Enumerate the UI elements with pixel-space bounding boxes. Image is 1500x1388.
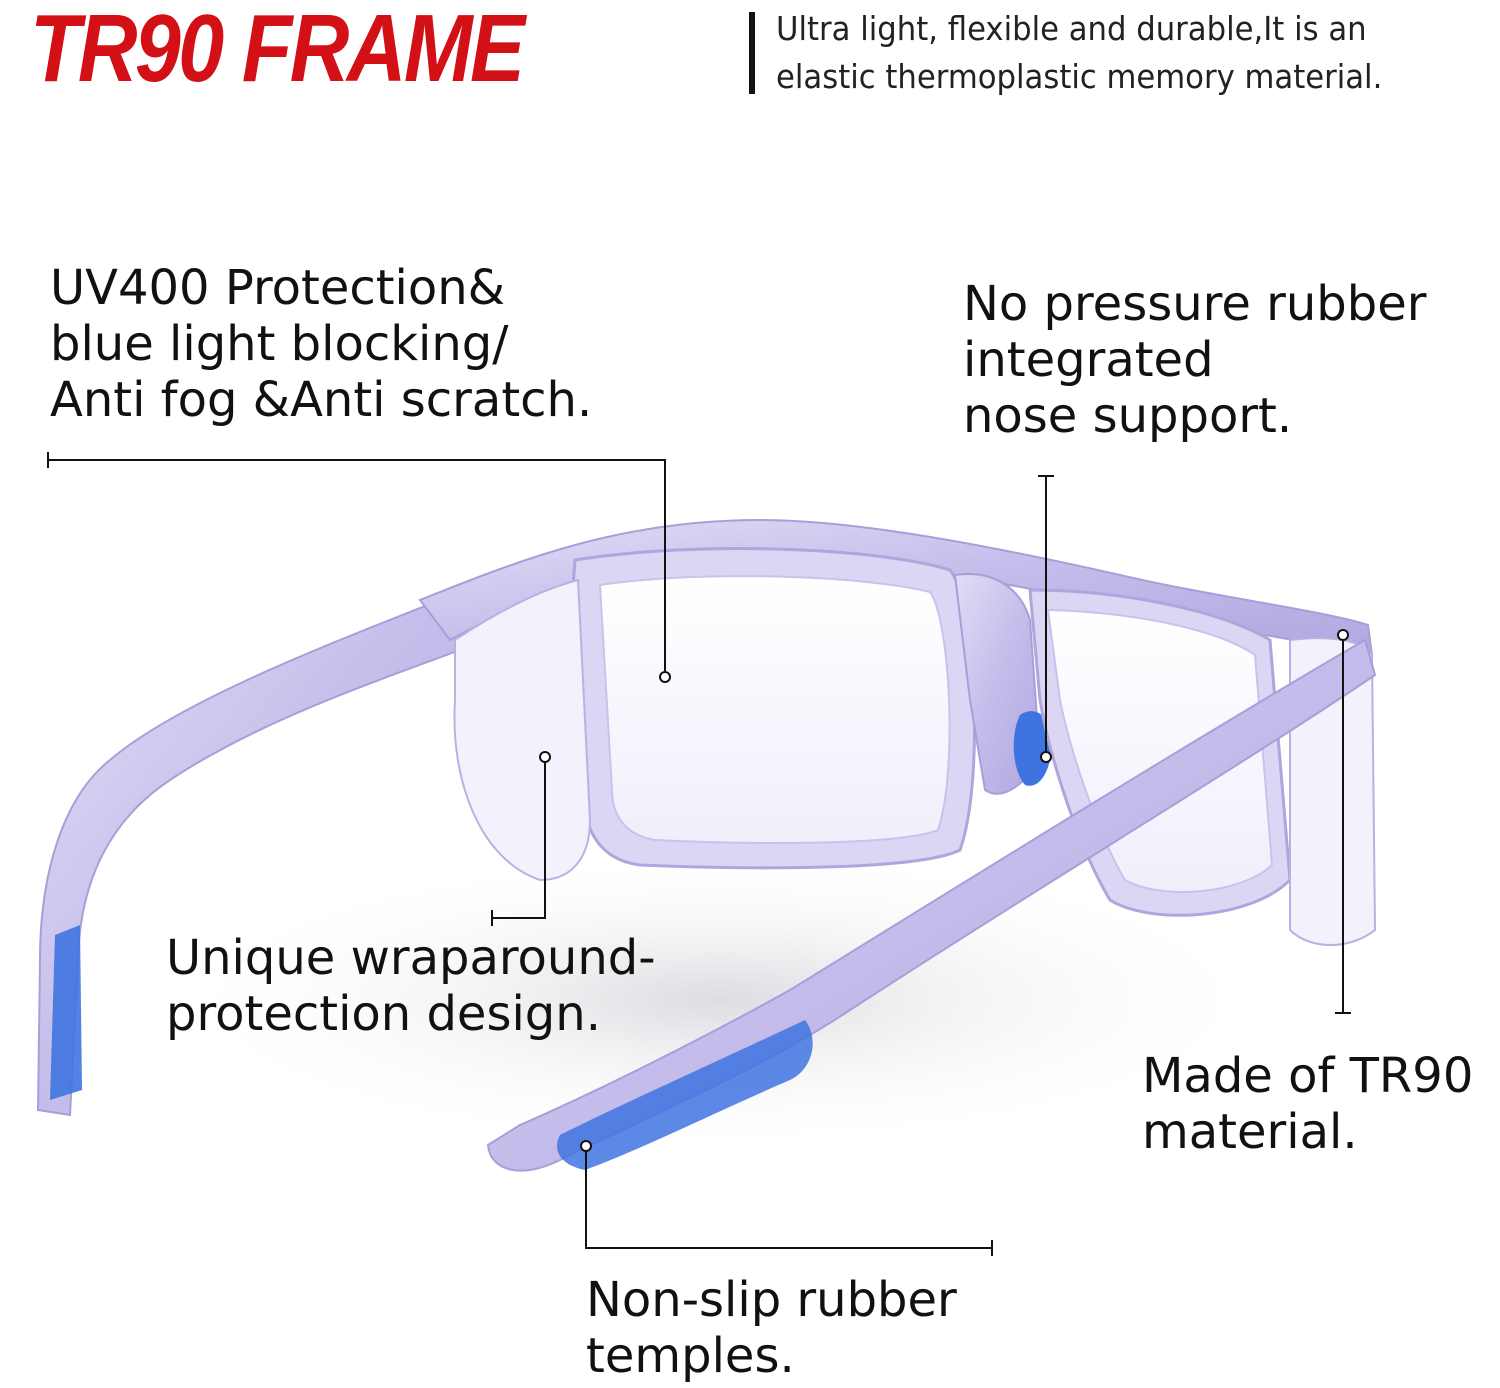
callout-nose-line-1: No pressure rubber — [963, 276, 1427, 332]
callout-wrap-line-2: protection design. — [166, 986, 601, 1042]
nose-pad-icon — [1013, 711, 1052, 786]
callout-uv-line-2: blue light blocking/ — [50, 316, 509, 372]
left-temple-rubber-icon — [50, 925, 82, 1100]
title-divider — [749, 12, 755, 94]
callout-uv-line-3: Anti fog &Anti scratch. — [50, 372, 593, 428]
callout-material-line-1: Made of TR90 — [1142, 1048, 1474, 1104]
callout-nose-line-2: integrated — [963, 332, 1214, 388]
page-title: TR90 FRAME — [30, 0, 525, 102]
leader-temples — [585, 1147, 992, 1249]
marker-material — [1337, 629, 1349, 641]
subtitle: Ultra light, flexible and durable,It is … — [776, 5, 1382, 101]
marker-temples — [580, 1140, 592, 1152]
leader-uv — [48, 459, 666, 676]
callout-material: Made of TR90 material. — [1142, 1048, 1473, 1160]
left-lens — [598, 575, 951, 844]
right-temple — [486, 638, 1377, 1172]
callout-wrap-line-1: Unique wraparound- — [166, 930, 656, 986]
callout-wraparound: Unique wraparound- protection design. — [166, 930, 656, 1042]
left-temple — [36, 598, 462, 1117]
callout-nose-support: No pressure rubber integrated nose suppo… — [963, 276, 1426, 444]
callout-markers — [539, 629, 1349, 1152]
callout-nose-line-3: nose support. — [963, 388, 1293, 444]
marker-nose — [1040, 751, 1052, 763]
subtitle-line-1: Ultra light, flexible and durable,It is … — [776, 9, 1367, 48]
subtitle-line-2: elastic thermoplastic memory material. — [776, 57, 1383, 96]
callout-temples-line-1: Non-slip rubber — [586, 1272, 957, 1328]
callout-uv-protection: UV400 Protection& blue light blocking/ A… — [50, 260, 592, 428]
callout-temples: Non-slip rubber temples. — [586, 1272, 957, 1384]
floor-shadow — [160, 850, 1280, 1150]
marker-uv — [659, 671, 671, 683]
right-temple-rubber-icon — [557, 1020, 813, 1170]
marker-wrap — [539, 751, 551, 763]
leader-lines — [47, 452, 1351, 1256]
leader-wrap — [492, 758, 546, 919]
callout-material-line-2: material. — [1142, 1104, 1358, 1160]
callout-uv-line-1: UV400 Protection& — [50, 260, 506, 316]
left-side-shield — [453, 578, 592, 882]
callout-temples-line-2: temples. — [586, 1328, 795, 1384]
